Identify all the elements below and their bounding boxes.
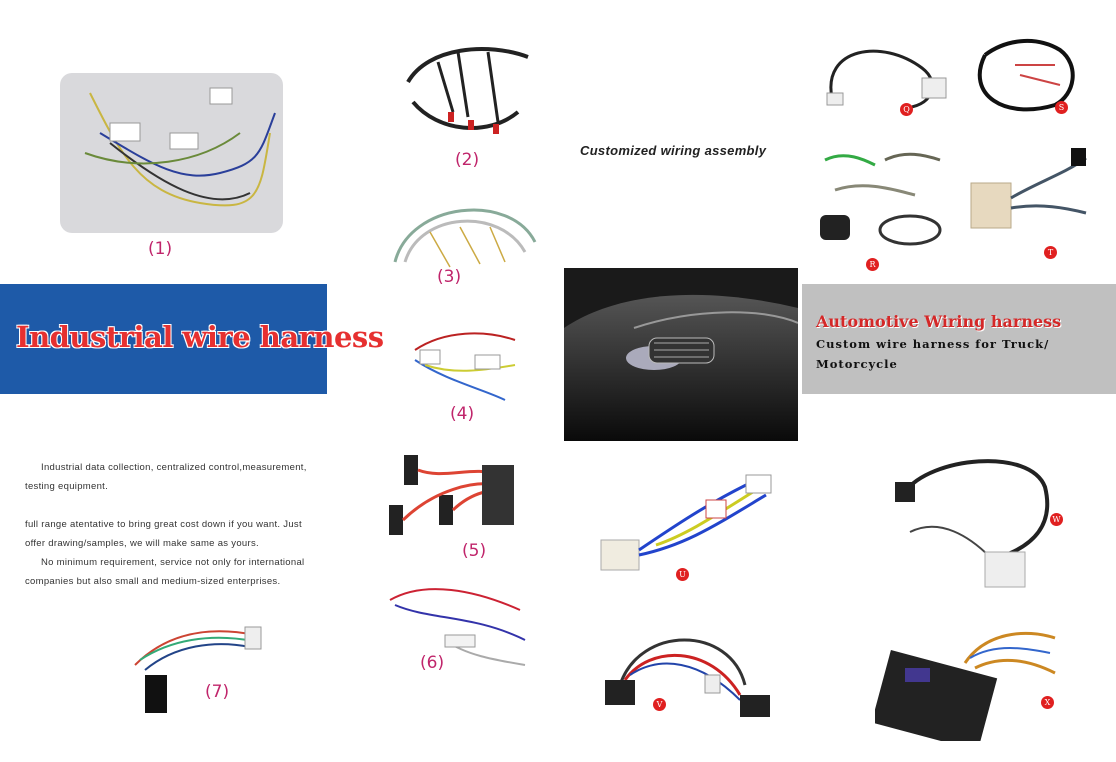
item-label-5: (5) [462, 541, 487, 561]
industrial-paragraph-2-line-4: companies but also small and medium-size… [25, 576, 281, 587]
item-label-1: (1) [148, 239, 173, 259]
automotive-title: Automotive Wiring harness [816, 312, 1062, 331]
item-badge-s: S [1055, 101, 1068, 114]
item-badge-q: Q [900, 103, 913, 116]
harness-photo-1 [60, 73, 283, 233]
harness-photo-q [822, 38, 952, 120]
harness-photo-x [875, 623, 1060, 741]
item-badge-v: V [653, 698, 666, 711]
industrial-banner-title: Industrial wire harness [16, 320, 384, 354]
industrial-paragraph-2-line-3: No minimum requirement, service not only… [41, 557, 305, 568]
item-badge-u: U [676, 568, 689, 581]
customized-caption: Customized wiring assembly [580, 143, 767, 158]
industrial-banner: Industrial wire harness [0, 284, 384, 394]
item-label-2: (2) [455, 150, 480, 170]
harness-photo-v [600, 625, 780, 725]
industrial-paragraph-2-line-1: full range atentative to bring great cos… [25, 519, 302, 530]
item-label-6: (6) [420, 653, 445, 673]
harness-photo-5 [384, 450, 526, 542]
automotive-subtitle-line-1: Custom wire harness for Truck/ [816, 337, 1050, 351]
item-badge-w: W [1050, 513, 1063, 526]
item-label-3: (3) [437, 267, 462, 287]
harness-photo-r [815, 140, 945, 250]
item-label-4: (4) [450, 404, 475, 424]
harness-photo-7 [125, 605, 265, 720]
item-badge-r: R [866, 258, 879, 271]
harness-photo-2 [398, 42, 538, 147]
item-badge-x: X [1041, 696, 1054, 709]
item-badge-t: T [1044, 246, 1057, 259]
harness-photo-4 [405, 320, 520, 405]
harness-photo-w [890, 447, 1060, 597]
car-photo [564, 268, 798, 441]
harness-photo-u [596, 465, 776, 583]
harness-photo-t [966, 143, 1096, 238]
industrial-paragraph-1-line-2: testing equipment. [25, 481, 109, 492]
industrial-paragraph-1-line-1: Industrial data collection, centralized … [41, 462, 307, 473]
automotive-subtitle-line-2: Motorcycle [816, 357, 898, 371]
item-label-7: (7) [205, 682, 230, 702]
industrial-paragraph-2-line-2: offer drawing/samples, we will make same… [25, 538, 259, 549]
automotive-banner: Automotive Wiring harness Custom wire ha… [802, 284, 1116, 394]
harness-photo-6 [385, 580, 530, 670]
harness-photo-3 [390, 192, 540, 274]
